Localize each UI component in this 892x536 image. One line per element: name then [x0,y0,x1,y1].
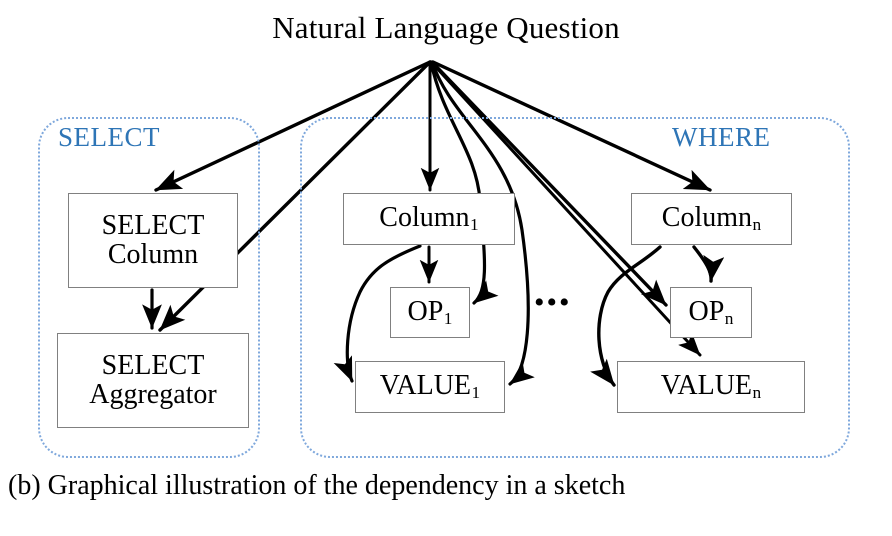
node-value-1[interactable]: VALUE1 [355,361,505,413]
group-label-where: WHERE [672,122,771,152]
node-op-1-label: OP1 [407,295,453,328]
node-op-n-label: OPn [688,295,734,328]
ellipsis-separator: ••• [534,286,572,319]
node-column-1-label: Column1 [379,202,479,235]
node-column-n-subscript: n [752,215,762,235]
node-select-aggregator[interactable]: SELECT Aggregator [57,333,249,428]
node-column-n[interactable]: Columnn [631,193,792,245]
node-column-1-subscript: 1 [470,215,479,235]
node-value-n[interactable]: VALUEn [617,361,805,413]
node-op-1[interactable]: OP1 [390,287,470,338]
node-value-1-label: VALUE1 [379,370,481,403]
node-op-n-subscript: n [724,308,734,328]
node-op-1-subscript: 1 [443,308,453,328]
node-select-column-line2: Column [107,238,199,270]
node-op-n[interactable]: OPn [670,287,752,338]
figure-caption: (b) Graphical illustration of the depend… [8,470,626,501]
group-label-select: SELECT [58,122,160,152]
node-select-aggregator-line1: SELECT [101,349,205,381]
node-select-column-line1: SELECT [101,209,205,241]
node-select-column[interactable]: SELECT Column [68,193,238,288]
group-select [38,117,260,458]
node-select-aggregator-line2: Aggregator [89,378,217,410]
node-column-n-label: Columnn [661,202,762,235]
node-value-n-subscript: n [752,383,762,403]
node-value-n-label: VALUEn [660,370,762,403]
page-title: Natural Language Question [272,10,620,45]
node-column-1[interactable]: Column1 [343,193,515,245]
group-where [300,117,850,458]
node-value-1-subscript: 1 [471,383,481,403]
